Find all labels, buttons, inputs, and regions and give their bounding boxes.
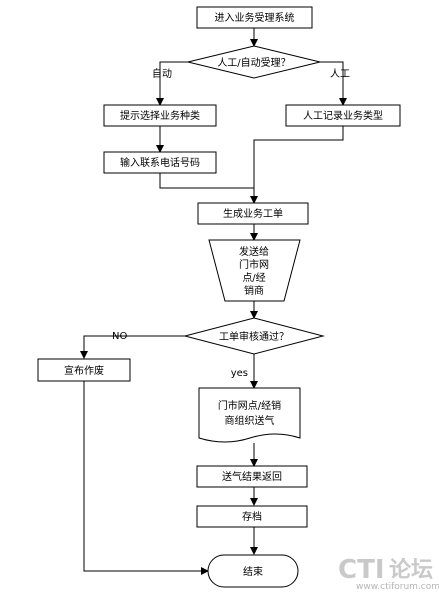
node-end-label: 结束 [243,565,263,578]
node-manual-record-label: 人工记录业务类型 [303,109,383,122]
edge-labels: 自动 人工 NO yes [112,67,350,379]
node-generate-order: 生成业务工单 [197,202,309,225]
edge-phone-to-generate [159,173,258,204]
edge-decision-manual [320,61,347,106]
node-result-return-label: 送气结果返回 [222,470,282,483]
label-yes: yes [231,368,248,379]
node-result-return: 送气结果返回 [196,465,308,488]
node-decision-manual-auto-label: 人工/自动受理？ [217,56,290,69]
watermark-url: www.ctiforum.com [356,582,439,592]
label-no: NO [112,331,127,342]
node-end: 结束 [207,554,299,588]
node-select-type-label: 提示选择业务种类 [120,109,200,122]
label-auto: 自动 [152,67,172,80]
node-generate-order-label: 生成业务工单 [223,207,283,220]
node-input-phone-label: 输入联系电话号码 [120,156,200,169]
node-deliver: 门市网点/经销 商组织送气 [198,387,301,443]
edge-manual-to-generate [253,126,344,188]
node-dispatch-line-4: 销商 [244,284,264,297]
node-select-type: 提示选择业务种类 [103,104,217,127]
node-dispatch-line-2: 门市网 [239,258,269,271]
node-decision-review: 工单审核通过？ [183,317,325,355]
edge-void-to-end [83,381,209,575]
node-manual-record: 人工记录业务类型 [285,104,401,127]
node-archive-label: 存档 [242,510,262,523]
node-decision-manual-auto: 人工/自动受理？ [187,45,321,79]
nodes: 进入业务受理系统 人工/自动受理？ 提示选择业务种类 人工记录业务类型 输入联系… [37,6,401,588]
watermark-brand-cn: 论坛 [389,557,433,583]
node-start-label: 进入业务受理系统 [215,11,295,24]
node-void: 宣布作废 [37,358,131,382]
node-archive: 存档 [196,505,308,528]
node-start: 进入业务受理系统 [196,6,313,29]
watermark-brand: CTI [338,555,385,585]
label-manual: 人工 [330,68,350,80]
edges [80,28,347,575]
watermark-logo: CTI 论坛 www.ctiforum.com [338,555,439,592]
node-dispatch: 发送给 门市网 点/经 销商 [208,239,301,302]
node-deliver-line-1: 门市网点/经销 [218,399,281,412]
edge-decision-auto [156,61,188,106]
node-input-phone: 输入联系电话号码 [103,151,217,174]
node-dispatch-line-1: 发送给 [239,245,269,258]
node-deliver-line-2: 商组织送气 [225,414,275,427]
node-void-label: 宣布作废 [64,364,104,377]
node-decision-review-label: 工单审核通过？ [219,330,289,343]
edge-review-no [80,335,185,359]
node-dispatch-line-3: 点/经 [242,271,265,284]
